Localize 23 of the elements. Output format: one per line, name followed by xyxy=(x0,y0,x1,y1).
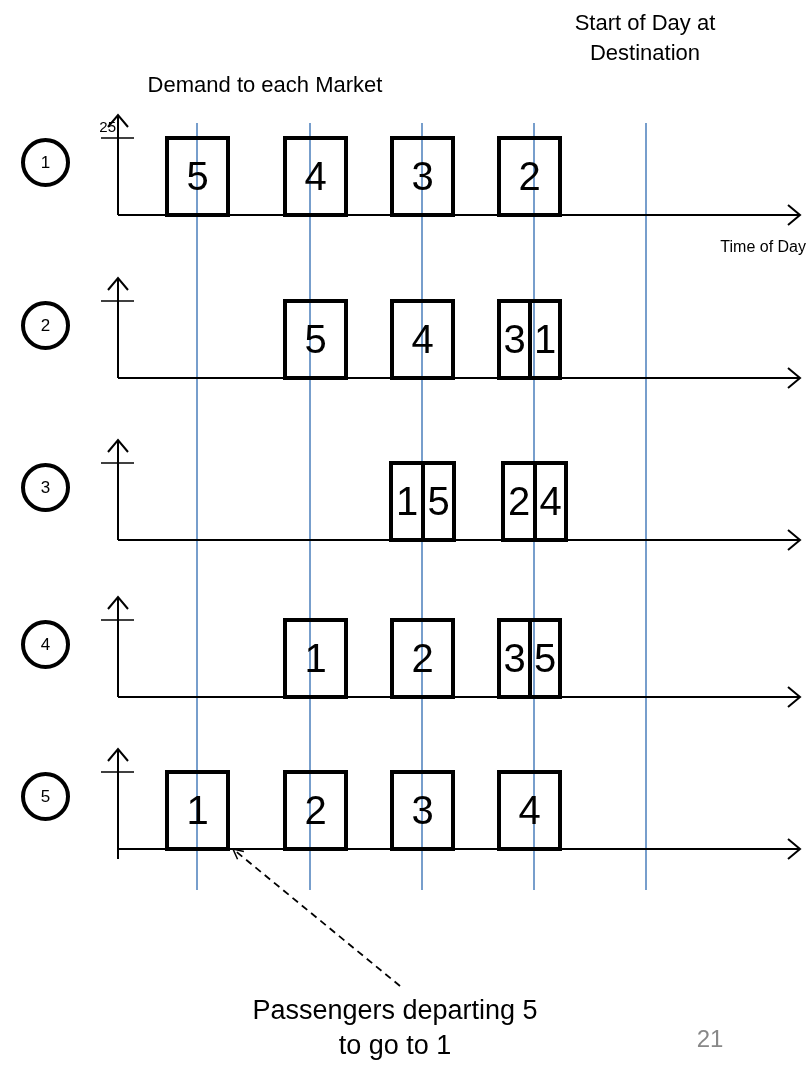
demand-bar: 2 xyxy=(497,136,562,217)
demand-bar: 3 xyxy=(390,136,455,217)
demand-bar: 5 xyxy=(165,136,230,217)
numbered-circle: 5 xyxy=(21,772,70,821)
chart-title: Demand to each Market xyxy=(146,72,384,99)
demand-bar: 4 xyxy=(283,136,348,217)
demand-bar: 4 xyxy=(497,770,562,851)
axis-label: Time of Day xyxy=(719,237,806,257)
annotation-text: Start of Day at Destination xyxy=(573,9,717,67)
demand-bar: 1 xyxy=(283,618,348,699)
leader-line xyxy=(232,848,401,987)
page-number: 21 xyxy=(695,1025,725,1054)
demand-bar: 4 xyxy=(390,299,455,380)
numbered-circle: 1 xyxy=(21,138,70,187)
callout-text: Passengers departing 5 to go to 1 xyxy=(240,990,550,1066)
demand-bar: 2 xyxy=(283,770,348,851)
numbered-circle: 4 xyxy=(21,620,70,669)
demand-bar: 1 xyxy=(165,770,230,851)
numbered-circle: 2 xyxy=(21,301,70,350)
demand-bar: 3 xyxy=(390,770,455,851)
demand-bar: 5 xyxy=(283,299,348,380)
demand-bar: 2 xyxy=(390,618,455,699)
numbered-circle: 3 xyxy=(21,463,70,512)
